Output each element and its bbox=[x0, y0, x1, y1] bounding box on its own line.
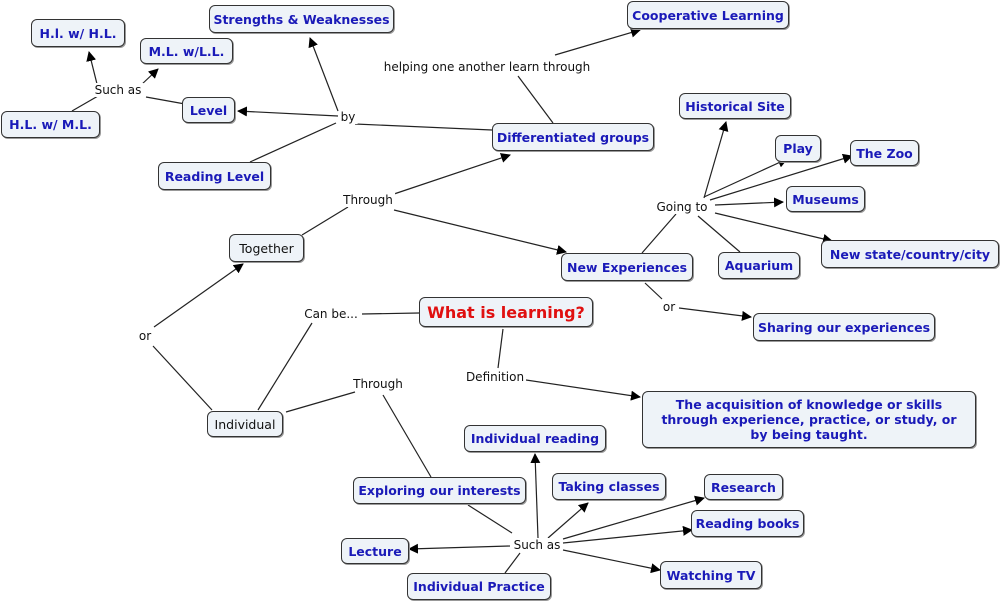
concept-watching-tv: Watching TV bbox=[660, 561, 762, 589]
concept-research: Research bbox=[704, 474, 783, 500]
concept-together: Together bbox=[229, 234, 304, 262]
connector-line bbox=[714, 212, 833, 244]
concept-cooperative-learning: Cooperative Learning bbox=[627, 1, 789, 29]
connector-line bbox=[547, 502, 589, 539]
connector-line bbox=[301, 206, 349, 236]
connector-line bbox=[86, 51, 98, 85]
connector-line bbox=[408, 543, 511, 554]
concept-individual: Individual bbox=[207, 411, 283, 437]
concept-level: Level bbox=[182, 97, 235, 123]
connector-line bbox=[71, 95, 99, 112]
concept-aquarium: Aquarium bbox=[718, 252, 800, 279]
connector-line bbox=[678, 307, 752, 321]
connector-line bbox=[153, 263, 244, 328]
connector-line bbox=[285, 391, 356, 413]
link-definition: Definition bbox=[463, 370, 527, 384]
connector-line bbox=[497, 328, 504, 369]
concept-what-is-learning: What is learning? bbox=[419, 297, 593, 327]
concept-reading-books: Reading books bbox=[691, 510, 804, 537]
concept-reading-level: Reading Level bbox=[158, 162, 271, 190]
link-by: by bbox=[338, 110, 358, 124]
connector-line bbox=[697, 215, 741, 253]
concept-exploring-our-interests: Exploring our interests bbox=[353, 477, 526, 504]
link-or-right: or bbox=[660, 300, 678, 314]
connector-line bbox=[703, 121, 729, 199]
connector-line bbox=[644, 282, 663, 300]
concept-hl-with-hl: H.l. w/ H.L. bbox=[31, 19, 125, 47]
connector-line bbox=[145, 96, 186, 105]
connector-line bbox=[714, 197, 784, 208]
connector-line bbox=[308, 37, 339, 112]
concept-definition: The acquisition of knowledge or skills t… bbox=[642, 391, 976, 448]
connector-line bbox=[641, 213, 677, 254]
connector-line bbox=[709, 153, 853, 201]
concept-individual-reading: Individual reading bbox=[464, 425, 606, 452]
connector-line bbox=[393, 209, 567, 255]
concept-the-zoo: The Zoo bbox=[850, 140, 919, 166]
link-going-to: Going to bbox=[654, 200, 710, 214]
connector-line bbox=[257, 322, 313, 411]
concept-strengths-weaknesses: Strengths & Weaknesses bbox=[209, 5, 394, 33]
concept-taking-classes: Taking classes bbox=[552, 473, 666, 500]
link-such-as-top: Such as bbox=[92, 83, 144, 97]
concept-new-state-country-city: New state/country/city bbox=[821, 240, 999, 268]
connector-line bbox=[152, 345, 213, 411]
concept-sharing-our-experiences: Sharing our experiences bbox=[753, 313, 935, 341]
concept-play: Play bbox=[775, 135, 821, 162]
connector-line bbox=[562, 525, 693, 544]
connector-line bbox=[703, 158, 788, 198]
connector-line bbox=[562, 495, 705, 540]
link-through-top: Through bbox=[341, 193, 395, 207]
concept-lecture: Lecture bbox=[341, 538, 409, 564]
connector-line bbox=[393, 153, 511, 195]
connector-line bbox=[562, 549, 661, 574]
link-helping-one-another: helping one another learn through bbox=[381, 60, 593, 74]
link-such-as-bottom: Such as bbox=[511, 538, 563, 552]
concept-hl-with-ml: H.L. w/ M.L. bbox=[1, 111, 100, 138]
connector-line bbox=[382, 394, 432, 478]
link-can-be: Can be... bbox=[302, 307, 360, 321]
connector-line bbox=[504, 552, 521, 574]
connector-line bbox=[554, 27, 641, 56]
concept-new-experiences: New Experiences bbox=[561, 253, 693, 281]
concept-differentiated-groups: Differentiated groups bbox=[492, 123, 654, 151]
connector-line bbox=[525, 379, 641, 401]
link-through-bottom: Through bbox=[351, 377, 405, 391]
concept-historical-site: Historical Site bbox=[679, 93, 791, 119]
connector-line bbox=[361, 312, 420, 315]
connector-line bbox=[530, 453, 541, 539]
connector-line bbox=[467, 504, 513, 534]
concept-museums: Museums bbox=[786, 186, 865, 212]
connector-line bbox=[354, 123, 493, 131]
concept-ml-with-ll: M.L. w/L.L. bbox=[140, 38, 233, 64]
connector-line bbox=[249, 122, 337, 163]
connector-line bbox=[517, 75, 554, 124]
concept-individual-practice: Individual Practice bbox=[407, 573, 551, 600]
connector-line bbox=[237, 106, 339, 117]
link-or-left: or bbox=[136, 329, 154, 343]
